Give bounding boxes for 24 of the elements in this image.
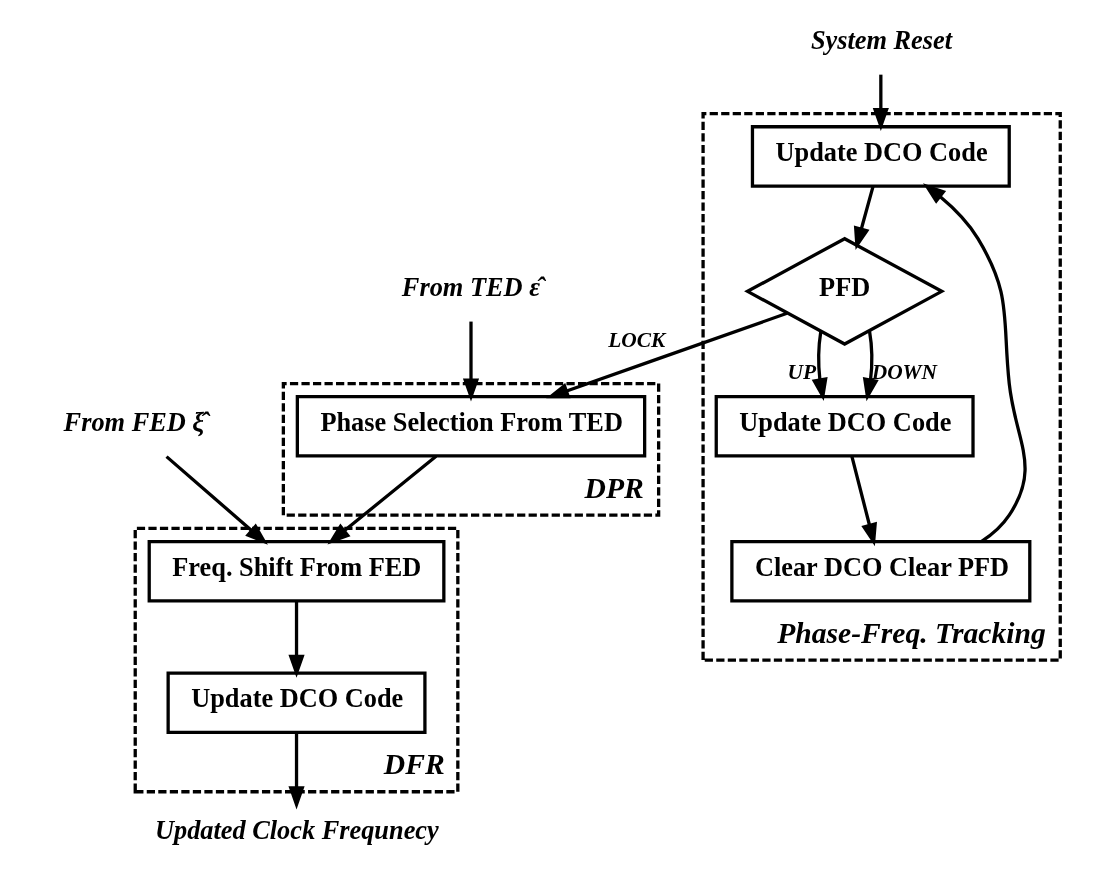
- node-box: Update DCO Code: [714, 395, 975, 458]
- node-box: Freq. Shift From FED: [147, 539, 446, 603]
- edge-label: UP: [787, 360, 816, 385]
- node-text: Updated Clock Frequnecy: [154, 816, 439, 846]
- arrow: [862, 330, 879, 402]
- arrow: [327, 455, 438, 545]
- arrow: [853, 186, 875, 250]
- node-box: Update DCO Code: [750, 125, 1011, 188]
- node-box: Clear DCO Clear PFD: [730, 539, 1032, 603]
- arrow: [288, 601, 305, 678]
- arrow: [872, 74, 889, 131]
- arrow: [922, 183, 1027, 543]
- arrow: [811, 331, 828, 402]
- edge-label: LOCK: [608, 328, 666, 353]
- arrow: [546, 311, 788, 399]
- arrow: [462, 321, 480, 402]
- edge-label: DOWN: [871, 360, 938, 385]
- node-box: Phase Selection From TED: [295, 395, 647, 458]
- arrow: [165, 455, 268, 545]
- node-box: Update DCO Code: [166, 671, 427, 735]
- node-diamond: PFD: [744, 236, 946, 346]
- node-text: System Reset: [810, 26, 953, 56]
- arrow: [288, 733, 305, 810]
- arrow: [850, 456, 877, 547]
